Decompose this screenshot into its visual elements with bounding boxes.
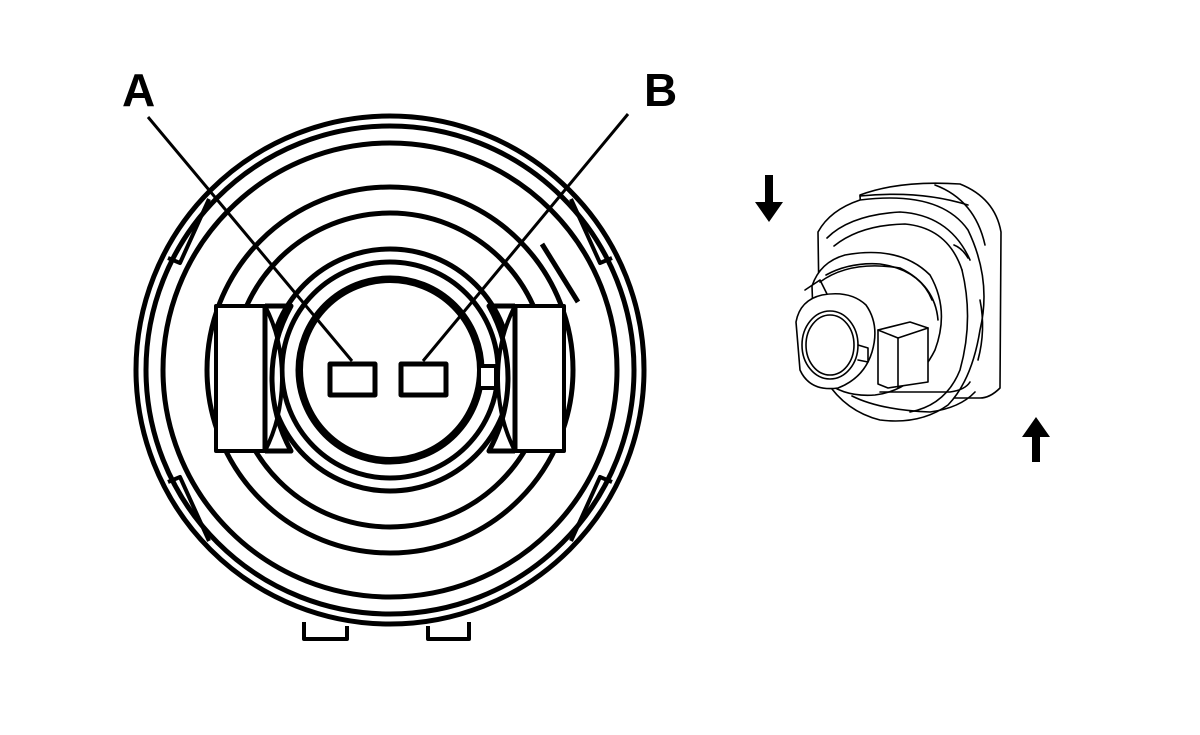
latch-block-right xyxy=(486,303,566,454)
callout-b-label: B xyxy=(644,64,677,116)
callout-a-leader xyxy=(146,116,354,362)
seal-edge-detail xyxy=(539,242,581,304)
connector-perspective-view xyxy=(795,182,1002,422)
callout-a-label: A xyxy=(122,64,155,116)
callout-b-leader xyxy=(421,113,630,362)
terminal-b xyxy=(398,361,449,398)
latch-block-left xyxy=(214,303,294,454)
connector-front-view xyxy=(133,113,647,641)
bottom-latch-tabs xyxy=(302,622,471,641)
arrow-down-icon xyxy=(755,175,783,222)
cavity-key-notch xyxy=(481,364,498,390)
terminal-a xyxy=(327,361,378,398)
callout-b: B xyxy=(421,64,677,362)
arrow-up-icon xyxy=(1022,417,1050,462)
callout-a: A xyxy=(122,64,354,362)
housing-keyways xyxy=(167,198,613,542)
housing-outer-rings xyxy=(133,113,647,627)
